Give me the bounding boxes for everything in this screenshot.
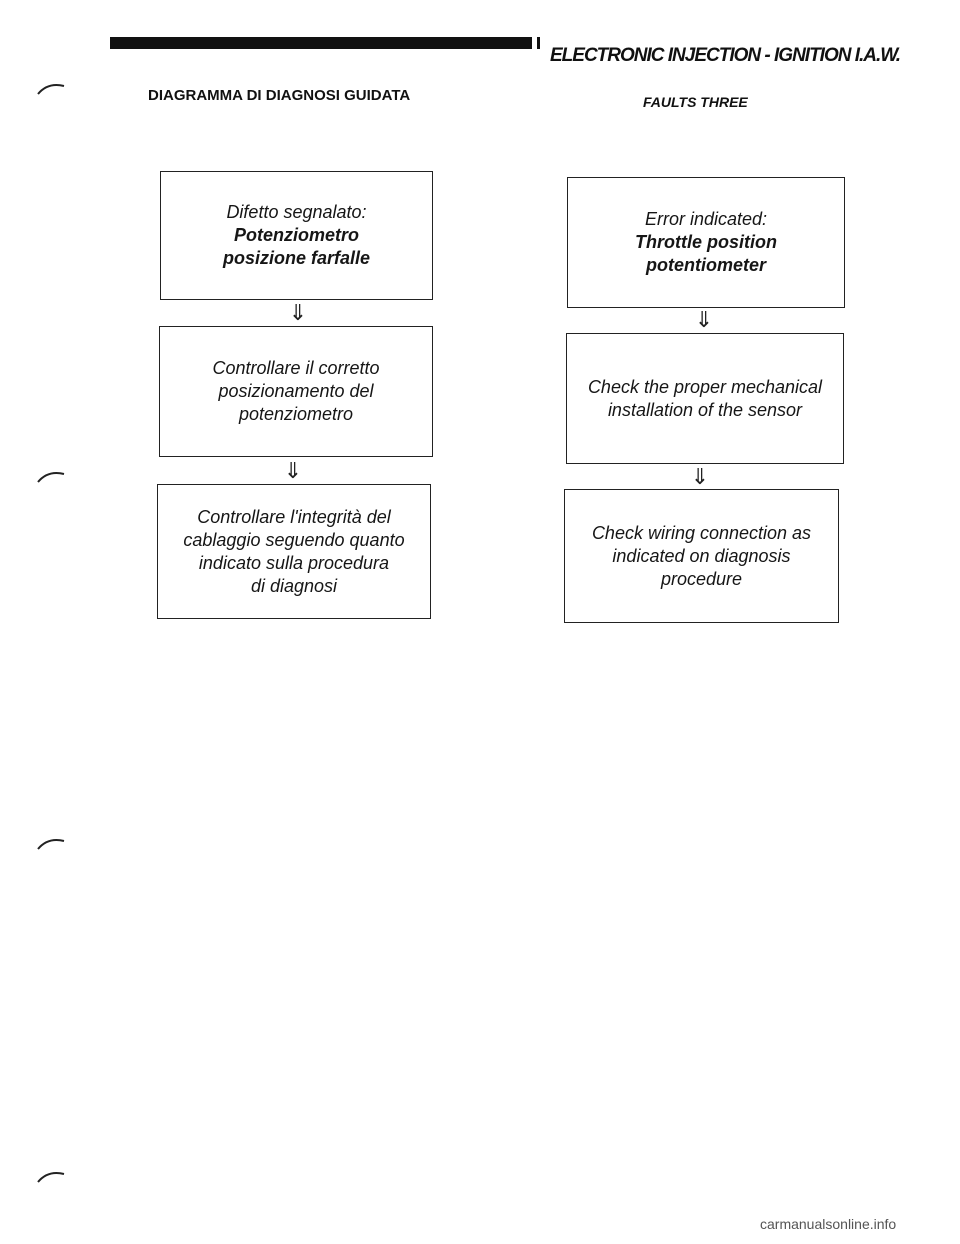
box-line: Difetto segnalato: [226, 202, 367, 222]
scan-mark [37, 839, 65, 850]
scan-mark [37, 84, 65, 95]
down-arrow-icon: ⇓ [690, 464, 710, 489]
flow-box-italian-check-position: Controllare il corretto posizionamento d… [159, 326, 433, 457]
flow-box-english-error: Error indicated: Throttle position poten… [567, 177, 845, 308]
box-line: Check wiring connection as [591, 522, 812, 543]
heading-english: FAULTS THREE [643, 94, 748, 110]
box-line: procedure [660, 568, 743, 589]
box-line: Check the proper mechanical [587, 376, 823, 397]
down-arrow-icon: ⇓ [283, 458, 303, 483]
header-bar-tick [537, 37, 540, 49]
box-line: Controllare il corretto [212, 358, 380, 378]
page-title: ELECTRONIC INJECTION - IGNITION I.A.W. [550, 45, 901, 66]
flow-box-english-check-wiring: Check wiring connection as indicated on … [564, 489, 839, 623]
box-line: indicato sulla procedura [198, 552, 390, 573]
scan-mark [37, 472, 65, 483]
box-line: posizionamento del [218, 381, 374, 401]
heading-italian: DIAGRAMMA DI DIAGNOSI GUIDATA [148, 87, 411, 104]
box-line: indicated on diagnosis [612, 545, 791, 566]
box-line: di diagnosi [250, 575, 338, 596]
box-line: Error indicated: [644, 209, 768, 229]
flow-box-italian-check-wiring: Controllare l'integrità del cablaggio se… [157, 484, 431, 619]
box-line: posizione farfalle [222, 248, 371, 268]
header-bar [110, 37, 532, 49]
watermark-footer: carmanualsonline.info [760, 1216, 897, 1232]
box-line: potentiometer [645, 255, 766, 275]
flow-box-english-check-installation: Check the proper mechanical installation… [566, 333, 844, 464]
box-line: Throttle position [635, 232, 777, 252]
box-line: Controllare l'integrità del [197, 506, 391, 527]
box-line: cablaggio seguendo quanto [183, 529, 405, 550]
down-arrow-icon: ⇓ [288, 300, 308, 325]
box-line: potenziometro [238, 404, 354, 424]
scan-mark [37, 1172, 65, 1183]
box-line: Potenziometro [233, 225, 359, 245]
down-arrow-icon: ⇓ [694, 307, 714, 332]
box-line: installation of the sensor [607, 399, 803, 420]
flow-box-italian-error: Difetto segnalato: Potenziometro posizio… [160, 171, 433, 300]
